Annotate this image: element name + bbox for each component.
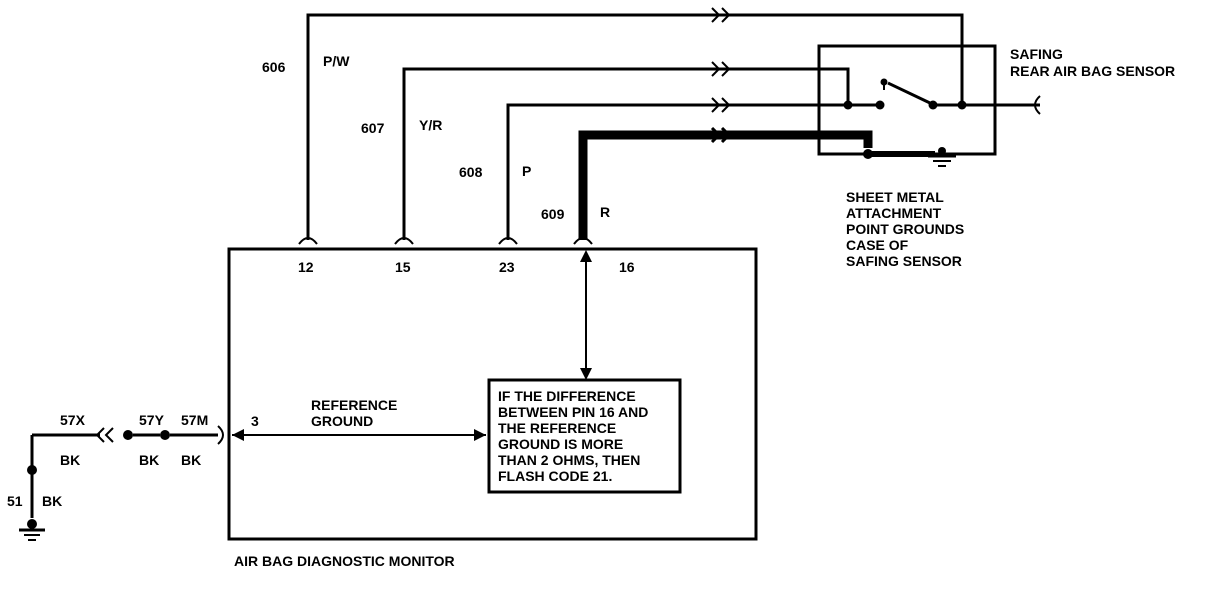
svg-text:GROUND IS MORE: GROUND IS MORE xyxy=(498,436,623,452)
wire-609-color: R xyxy=(600,204,610,220)
wire-609-number: 609 xyxy=(541,206,565,222)
bk-label-51: BK xyxy=(42,493,62,509)
wire-606-number: 606 xyxy=(262,59,286,75)
svg-text:ATTACHMENT: ATTACHMENT xyxy=(846,205,942,221)
sensor-title-line1: SAFING xyxy=(1010,46,1063,62)
svg-text:FLASH CODE 21.: FLASH CODE 21. xyxy=(498,468,612,484)
bk-label-57x: BK xyxy=(60,452,80,468)
circuit-51-label: 51 xyxy=(7,493,23,509)
pin-23-label: 23 xyxy=(499,259,515,275)
svg-text:BETWEEN PIN 16 AND: BETWEEN PIN 16 AND xyxy=(498,404,648,420)
monitor-label: AIR BAG DIAGNOSTIC MONITOR xyxy=(234,553,455,569)
svg-text:SHEET METAL: SHEET METAL xyxy=(846,189,944,205)
wire-607 xyxy=(394,61,850,245)
diagnostic-monitor-box xyxy=(227,247,758,541)
reference-label-line2: GROUND xyxy=(311,413,373,429)
wire-608 xyxy=(498,97,880,245)
pin-16-label: 16 xyxy=(619,259,635,275)
reference-label-line1: REFERENCE xyxy=(311,397,397,413)
circuit-57y-label: 57Y xyxy=(139,412,165,428)
ground-note: SHEET METAL ATTACHMENT POINT GROUNDS CAS… xyxy=(846,189,964,269)
note-box xyxy=(487,378,682,494)
wire-607-color: Y/R xyxy=(419,117,442,133)
wire-607-number: 607 xyxy=(361,120,385,136)
ground-icon xyxy=(19,528,45,541)
wire-606-color: P/W xyxy=(323,53,350,69)
ground-circuit xyxy=(19,425,224,541)
wire-609 xyxy=(573,126,873,245)
svg-text:THE REFERENCE: THE REFERENCE xyxy=(498,420,616,436)
ground-icon xyxy=(928,147,956,167)
note-text: IF THE DIFFERENCE BETWEEN PIN 16 AND THE… xyxy=(498,388,648,484)
bk-label-57m: BK xyxy=(181,452,201,468)
reference-ground-line xyxy=(232,429,486,441)
safing-sensor xyxy=(817,44,1041,167)
bk-label-57y: BK xyxy=(139,452,159,468)
wire-608-number: 608 xyxy=(459,164,483,180)
pin-16-sense-line xyxy=(580,250,592,380)
reference-pin-label: 3 xyxy=(251,413,259,429)
sensor-title-line2: REAR AIR BAG SENSOR xyxy=(1010,63,1175,79)
svg-text:CASE OF: CASE OF xyxy=(846,237,909,253)
wire-608-color: P xyxy=(522,163,531,179)
circuit-57m-label: 57M xyxy=(181,412,208,428)
circuit-57x-label: 57X xyxy=(60,412,86,428)
terminal-dot xyxy=(843,100,853,110)
svg-text:THAN 2 OHMS, THEN: THAN 2 OHMS, THEN xyxy=(498,452,640,468)
svg-text:SAFING SENSOR: SAFING SENSOR xyxy=(846,253,962,269)
pin-12-label: 12 xyxy=(298,259,314,275)
svg-text:POINT GROUNDS: POINT GROUNDS xyxy=(846,221,964,237)
wire-606 xyxy=(298,7,964,245)
svg-text:IF THE DIFFERENCE: IF THE DIFFERENCE xyxy=(498,388,636,404)
pin-15-label: 15 xyxy=(395,259,411,275)
terminal-dot xyxy=(875,100,885,110)
